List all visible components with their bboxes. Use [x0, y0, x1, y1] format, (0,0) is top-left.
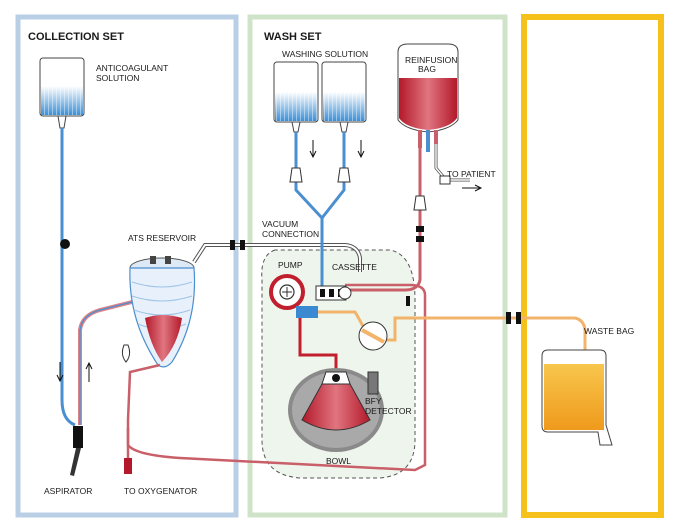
bowl-label: BOWL	[326, 456, 351, 466]
reinfusion-line	[345, 148, 422, 292]
reinfusion-bag	[397, 43, 459, 152]
reinfusion-label-2: BAG	[418, 64, 436, 74]
flow-arrow-down-icon	[357, 140, 365, 159]
reservoir-clamp[interactable]	[121, 344, 131, 363]
waste-set-panel	[521, 14, 664, 518]
oxygenator-connector[interactable]	[124, 458, 132, 474]
bfy-detector	[367, 371, 379, 395]
wash-clamp-2[interactable]	[337, 167, 351, 183]
anticoagulant-roller-clamp[interactable]	[60, 239, 70, 249]
waste-line	[318, 310, 587, 350]
flow-arrow-down-icon	[56, 362, 64, 383]
reinfusion-label-1: REINFUSION	[405, 55, 457, 65]
vacuum-connector[interactable]	[230, 240, 235, 250]
anticoagulant-bag	[39, 57, 85, 129]
anticoagulant-label-1: ANTICOAGULANT	[96, 63, 168, 73]
pump-to-bowl-line	[298, 318, 338, 372]
anticoagulant-line	[60, 128, 76, 427]
vacuum-label-2: CONNECTION	[262, 229, 319, 239]
bfy-label-1: BFY	[365, 396, 382, 406]
reinfusion-connector[interactable]	[416, 226, 424, 232]
waste-connector[interactable]	[506, 312, 511, 324]
centrifuge-bowl	[288, 368, 384, 452]
flow-arrow-right-icon	[462, 184, 483, 192]
to-patient-label: TO PATIENT	[447, 169, 496, 179]
aspirator-label: ASPIRATOR	[44, 486, 92, 496]
collection-set-panel	[15, 14, 239, 518]
waste-valve[interactable]	[358, 321, 388, 351]
flow-arrow-down-icon	[309, 140, 317, 159]
bfy-label-2: DETECTOR	[365, 406, 412, 416]
cassette-label: CASSETTE	[332, 262, 377, 272]
pump	[269, 274, 305, 310]
wash-set-title: WASH SET	[264, 31, 322, 43]
reinfusion-clamp[interactable]	[413, 195, 427, 211]
waste-bag	[541, 349, 613, 446]
pump-label: PUMP	[278, 260, 303, 270]
washing-solution-lines	[294, 132, 346, 290]
anticoagulant-label-2: SOLUTION	[96, 73, 139, 83]
flow-arrow-up-icon	[85, 361, 93, 382]
cassette	[296, 285, 352, 318]
washing-solution-bag-2	[321, 61, 367, 133]
wash-set-panel	[247, 14, 508, 518]
wash-clamp-1[interactable]	[289, 167, 303, 183]
to-oxygenator-label: TO OXYGENATOR	[124, 486, 197, 496]
aspirator[interactable]	[70, 426, 83, 476]
ats-reservoir	[129, 256, 196, 368]
washing-solution-bag-1	[273, 61, 319, 133]
ats-reservoir-label: ATS RESERVOIR	[128, 233, 196, 243]
washing-solution-label: WASHING SOLUTION	[282, 49, 368, 59]
collection-set-title: COLLECTION SET	[28, 31, 124, 43]
vacuum-label-1: VACUUM	[262, 219, 298, 229]
waste-bag-label: WASTE BAG	[584, 326, 634, 336]
